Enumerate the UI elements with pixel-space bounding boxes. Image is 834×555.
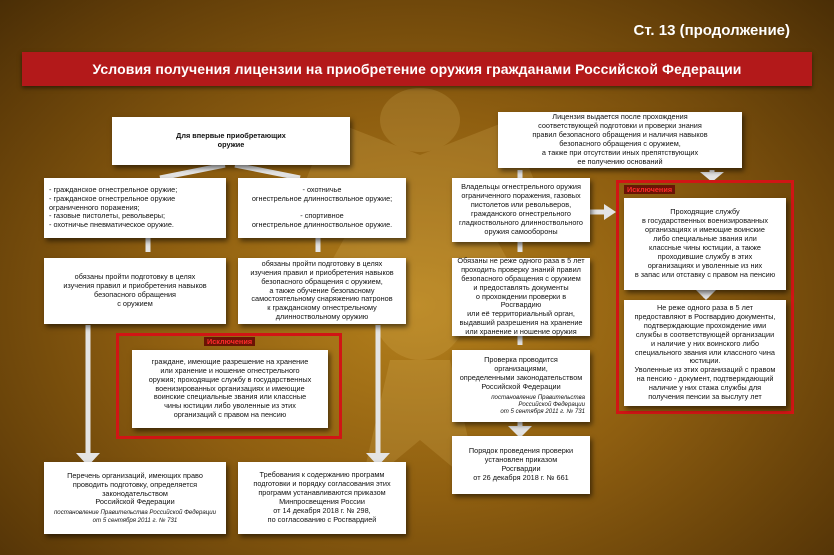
program-requirements-text: Требования к содержанию программ подгото… xyxy=(253,471,390,524)
procedure-text: Порядок проведения проверки установлен п… xyxy=(469,447,573,483)
org-list-box: Перечень организаций, имеющих право пров… xyxy=(44,462,226,534)
weapons-list-b-text: - охотничье огнестрельное длинноствольно… xyxy=(252,186,392,230)
right-exception-b-text: Не реже одного раза в 5 лет предоставляю… xyxy=(634,304,775,402)
weapons-list-a-text: - гражданское огнестрельное оружие; - гр… xyxy=(49,186,177,230)
first-time-buyers-text: Для впервые приобретающих оружие xyxy=(176,132,286,150)
weapons-list-a-box: - гражданское огнестрельное оружие; - гр… xyxy=(44,178,226,238)
right-exception-label: Исключения xyxy=(624,185,675,194)
training-a-box: обязаны пройти подготовку в целях изучен… xyxy=(44,258,226,324)
weapon-owners-box: Владельцы огнестрельного оружия ограниче… xyxy=(452,178,590,242)
five-year-check-text: Обязаны не реже одного раза в 5 лет прох… xyxy=(457,257,585,337)
procedure-box: Порядок проведения проверки установлен п… xyxy=(452,436,590,494)
weapons-list-b-box: - охотничье огнестрельное длинноствольно… xyxy=(238,178,406,238)
right-exception-a-text: Проходящие службу в государственных воен… xyxy=(635,208,775,279)
weapon-owners-text: Владельцы огнестрельного оружия ограниче… xyxy=(459,183,583,236)
check-orgs-text: Проверка проводится организациями, опред… xyxy=(457,356,585,392)
first-time-buyers-box: Для впервые приобретающих оружие xyxy=(112,117,350,165)
license-condition-box: Лицензия выдается после прохождения соот… xyxy=(498,112,742,168)
left-exception-box: граждане, имеющие разрешение на хранение… xyxy=(132,350,328,428)
five-year-check-box: Обязаны не реже одного раза в 5 лет прох… xyxy=(452,258,590,336)
check-orgs-reference: постановление Правительства Российской Ф… xyxy=(491,394,585,416)
right-exception-a-box: Проходящие службу в государственных воен… xyxy=(624,198,786,290)
org-list-text: Перечень организаций, имеющих право пров… xyxy=(67,472,203,508)
left-exception-text: граждане, имеющие разрешение на хранение… xyxy=(149,358,312,420)
left-exception-label: Исключения xyxy=(204,337,255,346)
check-orgs-box: Проверка проводится организациями, опред… xyxy=(452,350,590,422)
license-condition-text: Лицензия выдается после прохождения соот… xyxy=(532,113,707,166)
right-exception-b-box: Не реже одного раза в 5 лет предоставляю… xyxy=(624,300,786,406)
program-requirements-box: Требования к содержанию программ подгото… xyxy=(238,462,406,534)
training-b-box: обязаны пройти подготовку в целях изучен… xyxy=(238,258,406,324)
training-a-text: обязаны пройти подготовку в целях изучен… xyxy=(63,273,206,309)
training-b-text: обязаны пройти подготовку в целях изучен… xyxy=(250,260,393,322)
org-list-reference: постановление Правительства Российской Ф… xyxy=(54,509,216,524)
